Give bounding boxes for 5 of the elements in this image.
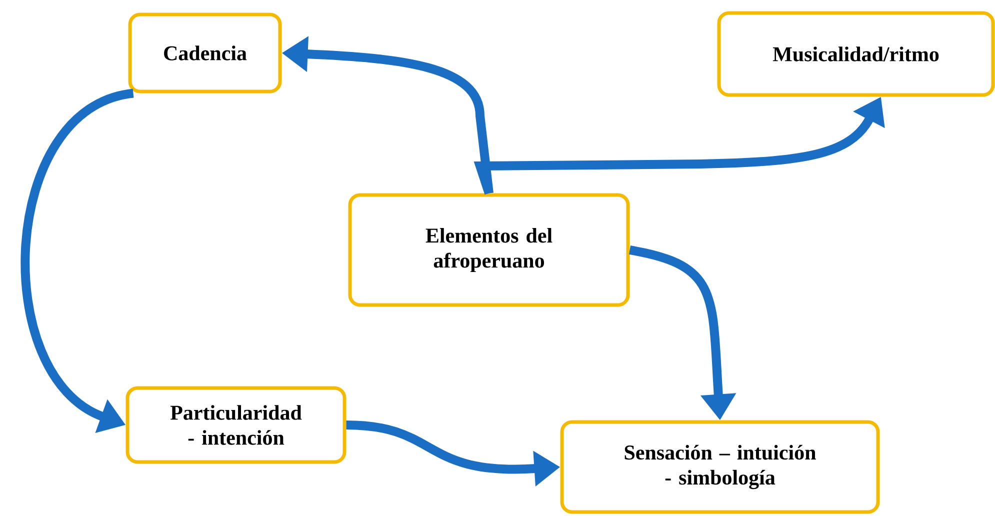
text-box: Musicalidad/ritmo xyxy=(717,11,995,97)
text-box: Cadencia xyxy=(128,12,282,94)
text-box: Particularidad - intención xyxy=(126,386,346,464)
text-box: Sensación – intuición - simbología xyxy=(560,420,880,514)
text-box: Elementos del afroperuano xyxy=(348,193,630,307)
